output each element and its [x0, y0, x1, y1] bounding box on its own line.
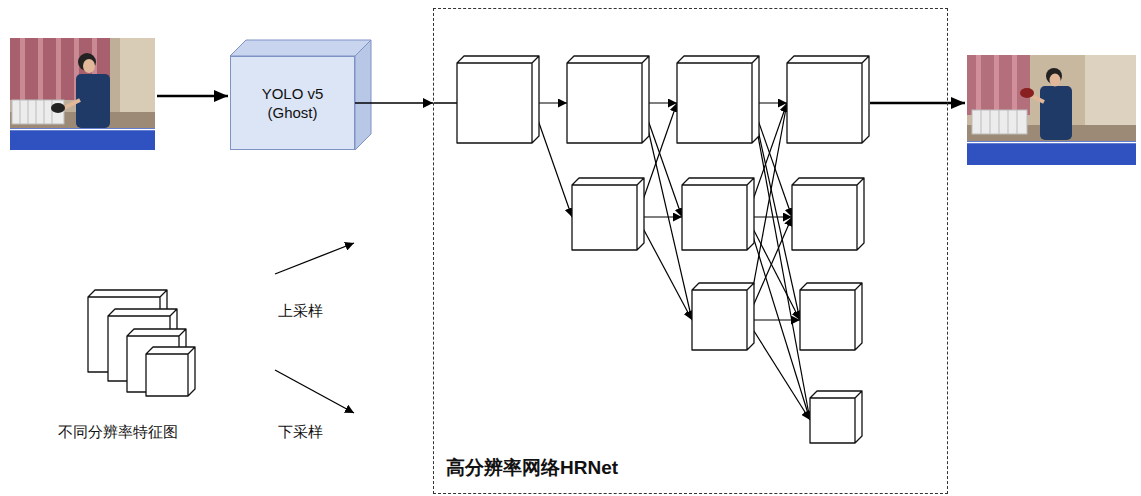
photo-curtain-fold — [20, 38, 25, 100]
legend-text: 上采样 — [278, 302, 323, 321]
photo-curtain — [967, 55, 1030, 115]
feature-block — [800, 283, 862, 350]
downsample-arrow — [275, 370, 354, 413]
photo-wall — [10, 38, 155, 150]
photo-radiator-fins — [20, 100, 52, 124]
photo-radiator — [972, 110, 1027, 134]
photo-curtain-fold — [994, 55, 999, 115]
legend-text: 下采样 — [278, 423, 323, 442]
feature-block — [792, 178, 864, 250]
photo-wall — [967, 55, 1136, 165]
photo-curtain-fold — [1012, 55, 1017, 115]
box-label: YOLO v5 (Ghost) — [250, 84, 336, 123]
photo-curtain-fold — [38, 38, 43, 100]
output-photo — [967, 55, 1136, 165]
photo-player-face — [1050, 74, 1061, 87]
feature-block — [682, 178, 754, 250]
photo-table — [10, 128, 155, 150]
output-arrow — [870, 102, 965, 105]
photo-player-arm — [64, 100, 80, 108]
photo-pillar — [1085, 55, 1136, 135]
box-side-face — [355, 40, 371, 150]
process-box: YOLO v5 (Ghost) — [230, 56, 355, 150]
legend-text: 不同分辨率特征图 — [58, 423, 178, 442]
legend-entry: 下采样 — [278, 423, 323, 442]
input-arrow — [157, 95, 228, 98]
feature-block — [146, 347, 195, 396]
hrnet-connections — [532, 103, 810, 420]
photo-player-body — [1040, 86, 1072, 140]
feature-block — [810, 391, 862, 443]
upsample-arrow — [275, 243, 354, 274]
feature-block — [457, 56, 539, 143]
photo-table-edge — [967, 142, 1136, 144]
photo-paddle — [1020, 88, 1034, 98]
input-photo — [10, 38, 155, 150]
dashed-region: 高分辨率网络HRNet — [433, 8, 948, 494]
legend-entry: 不同分辨率特征图 — [58, 423, 178, 442]
flow-arrow — [355, 102, 433, 104]
region-title: 高分辨率网络HRNet — [446, 455, 618, 481]
legend-feature-stack — [88, 290, 195, 396]
photo-player-body — [76, 74, 110, 128]
flow-line — [434, 102, 457, 104]
feature-block — [787, 56, 869, 143]
photo-table — [967, 141, 1136, 165]
connection-arrow — [747, 319, 800, 320]
photo-curtain-fold — [976, 55, 981, 115]
photo-radiator — [12, 100, 64, 124]
photo-table-edge — [10, 129, 155, 131]
photo-curtain-fold — [56, 38, 61, 100]
photo-radiator-fins — [981, 110, 1017, 134]
feature-block — [572, 178, 644, 250]
photo-player-face — [83, 59, 95, 73]
legend-entry: 上采样 — [278, 302, 323, 321]
photo-paddle — [51, 103, 65, 113]
feature-blocks — [457, 56, 869, 443]
feature-block — [677, 56, 759, 143]
box-top-face — [230, 40, 371, 56]
photo-pillar — [120, 38, 155, 113]
feature-block — [567, 56, 649, 143]
feature-block — [692, 283, 754, 350]
photo-player-arm — [1032, 96, 1044, 102]
